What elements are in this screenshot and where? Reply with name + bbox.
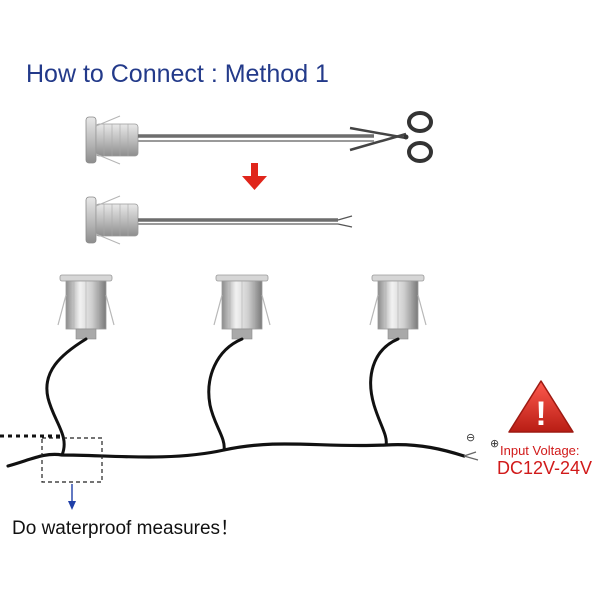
step2-wire xyxy=(138,215,353,228)
step1-light xyxy=(85,115,139,165)
arrow-down-icon xyxy=(242,163,267,190)
scissors-icon xyxy=(349,111,433,163)
warning-symbol: ! xyxy=(535,395,546,433)
input-voltage-value: DC12V-24V xyxy=(497,458,592,478)
waterproof-box xyxy=(41,437,103,483)
input-voltage-label: Input Voltage: xyxy=(500,443,580,458)
light-fixture-2 xyxy=(213,274,271,340)
warning-triangle-icon: ! xyxy=(508,380,574,433)
step1-wire xyxy=(138,134,374,142)
light-fixture-3 xyxy=(369,274,427,340)
main-cable xyxy=(6,442,466,468)
arrow-down-icon xyxy=(68,484,76,510)
step2-light xyxy=(85,195,139,245)
positive-symbol: ⊕ xyxy=(490,437,499,450)
waterproof-note: Do waterproof measures！ xyxy=(12,518,239,539)
page-title: How to Connect : Method 1 xyxy=(26,60,329,88)
negative-symbol: ⊖ xyxy=(466,431,475,444)
light-fixture-1 xyxy=(57,274,115,340)
